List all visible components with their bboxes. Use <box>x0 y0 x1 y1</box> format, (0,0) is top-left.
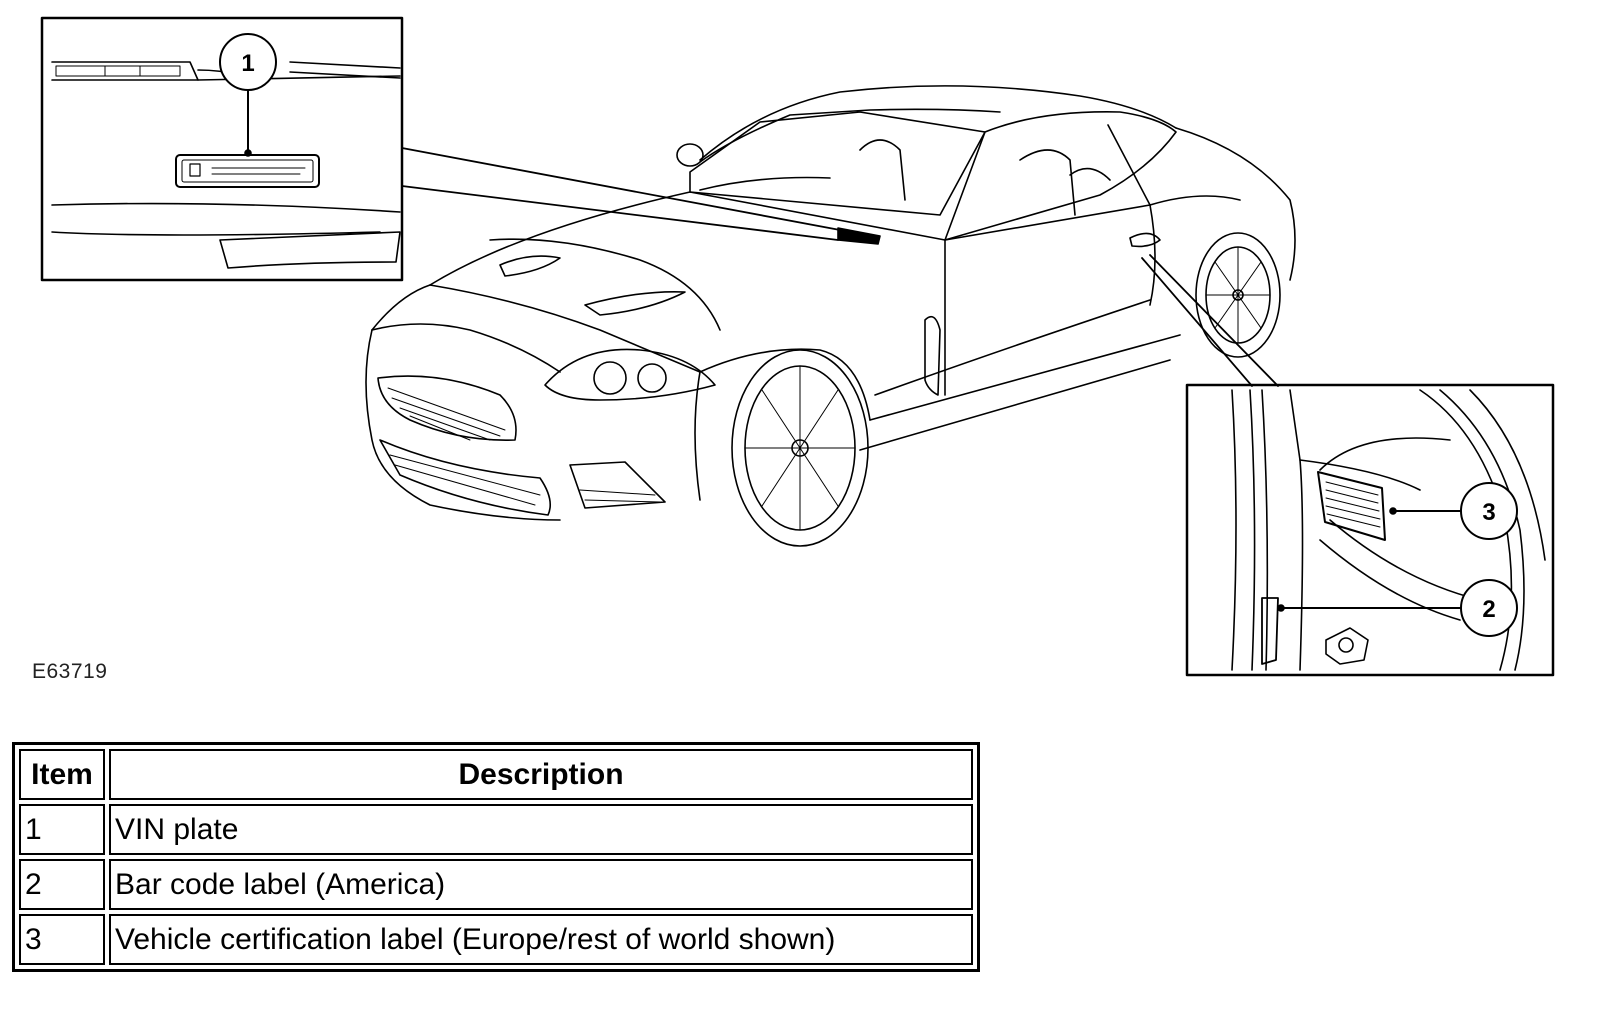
car-illustration <box>365 85 1296 547</box>
legend-item-description: VIN plate <box>109 804 973 855</box>
legend-row: 2 Bar code label (America) <box>19 859 973 910</box>
callout-3-number: 3 <box>1482 499 1495 526</box>
legend-table: Item Description 1 VIN plate 2 Bar code … <box>12 742 980 972</box>
inset-1-leader-upper <box>401 147 841 231</box>
legend-item-number: 1 <box>19 804 105 855</box>
inset-2-leader-left <box>1141 257 1253 387</box>
callout-2-number: 2 <box>1482 596 1495 623</box>
inset-vin-plate: 1 <box>40 16 404 282</box>
inset-door-pillar-labels: 3 2 <box>1185 383 1555 677</box>
legend-item-number: 3 <box>19 914 105 965</box>
legend-item-description: Bar code label (America) <box>109 859 973 910</box>
legend-header-row: Item Description <box>19 749 973 800</box>
legend-header-description: Description <box>109 749 973 800</box>
vin-plate-location-marker <box>837 227 881 245</box>
inset-2-leader-right <box>1149 254 1279 387</box>
legend-item-number: 2 <box>19 859 105 910</box>
figure-id-label: E63719 <box>32 660 108 683</box>
legend-row: 3 Vehicle certification label (Europe/re… <box>19 914 973 965</box>
legend-header-item: Item <box>19 749 105 800</box>
callout-1-number: 1 <box>241 50 254 77</box>
legend-item-description: Vehicle certification label (Europe/rest… <box>109 914 973 965</box>
inset-1-leader-lower <box>401 185 839 241</box>
legend-row: 1 VIN plate <box>19 804 973 855</box>
vehicle-location-diagram: 1 3 2 <box>40 16 1555 677</box>
